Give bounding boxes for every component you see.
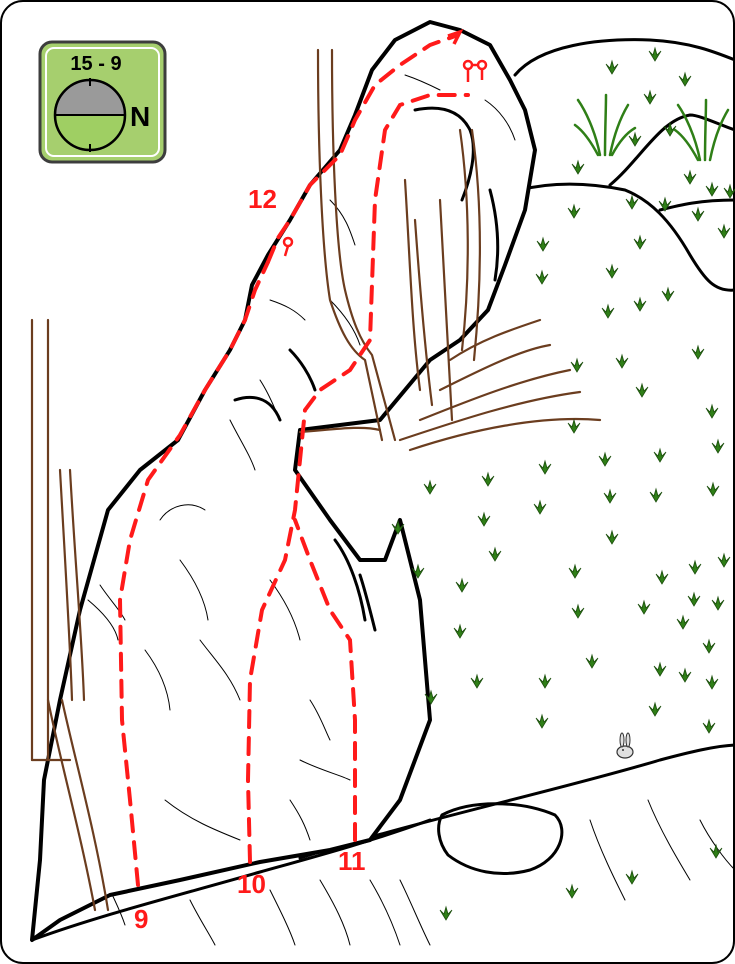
grass-tuft-icon	[679, 73, 691, 86]
grass-tuft-icon	[649, 48, 661, 61]
grass-tuft-icon	[689, 561, 701, 574]
route-label-11[interactable]: 11	[338, 846, 366, 876]
grass-tuft-icon	[718, 554, 730, 567]
grass-tuft-icon	[537, 238, 549, 251]
grass-tuft-icon	[424, 481, 436, 494]
grass-tuft-icon	[638, 601, 650, 614]
grass-tuft-icon	[634, 236, 646, 249]
grass-tuft-icon	[572, 605, 584, 618]
grass-tuft-icon	[703, 720, 715, 733]
grass-tuft-icon	[692, 208, 704, 221]
grass-tuft-icon	[644, 91, 656, 104]
route-label-9[interactable]: 9	[134, 904, 148, 934]
grass-tuft-icon	[684, 171, 696, 184]
grass-tuft-icon	[677, 616, 689, 629]
grass-tuft-icon	[688, 593, 700, 606]
grass-tuft-icon	[650, 489, 662, 502]
grass-tuft-icon	[539, 675, 551, 688]
grass-tuft-icon	[489, 548, 501, 561]
grass-tuft-icon	[478, 513, 490, 526]
grass-tuft-icon	[706, 183, 718, 196]
grass-tuft-icon	[636, 384, 648, 397]
grass-tuft-icon	[718, 225, 730, 238]
grass-tuft-icon	[654, 449, 666, 462]
grass-tuft-icon	[606, 61, 618, 74]
grass-tuft-icon	[569, 565, 581, 578]
grade-badge: 15 - 9 N	[40, 42, 165, 162]
grass-tuft-icon	[712, 440, 724, 453]
rabbit-icon	[617, 733, 633, 758]
grass-tuft-icon	[706, 405, 718, 418]
grass-tuft-icon	[706, 676, 718, 689]
grass-tuft-icon	[534, 501, 546, 514]
grass-tuft-icon	[568, 420, 580, 433]
grass-tuft-icon	[454, 625, 466, 638]
grass-tuft-icon	[707, 483, 719, 496]
grass-tuft-icon	[602, 305, 614, 318]
grass-tuft-icon	[568, 205, 580, 218]
grass-tuft-icon	[440, 907, 452, 920]
grass-tuft-icon	[536, 715, 548, 728]
grass-tuft-icon	[649, 703, 661, 716]
compass-direction: N	[130, 101, 150, 132]
grass-tuft-icon	[571, 359, 583, 372]
grass-tuft-icon	[536, 271, 548, 284]
grass-tuft-icon	[604, 490, 616, 503]
badge-grade-text: 15 - 9	[70, 53, 121, 75]
grass-tuft-icon	[654, 663, 666, 676]
grass-tuft-icon	[606, 531, 618, 544]
grass-tuft-icon	[482, 473, 494, 486]
grass-tuft-icon	[662, 288, 674, 301]
grass-tuft-icon	[626, 196, 638, 209]
route-label-10[interactable]: 10	[237, 869, 266, 899]
grass-tuft-icon	[456, 579, 468, 592]
grass-tuft-icon	[471, 675, 483, 688]
grass-tuft-icon	[586, 655, 598, 668]
grass-tuft-icon	[634, 298, 646, 311]
grass-tuft-icon	[703, 640, 715, 653]
grass-tuft-icon	[616, 355, 628, 368]
compass-icon	[55, 78, 125, 152]
grass-tuft-icon	[606, 265, 618, 278]
grass-tuft-icon	[539, 461, 551, 474]
grass-tuft-icon	[566, 885, 578, 898]
grass-tuft-icon	[626, 871, 638, 884]
route-label-12[interactable]: 12	[248, 184, 277, 214]
grass-tuft-icon	[712, 597, 724, 610]
grass-tuft-icon	[656, 571, 668, 584]
grass-tuft-icon	[679, 669, 691, 682]
grass-tuft-icon	[599, 453, 611, 466]
grass-clump	[575, 95, 728, 160]
grass-tuft-icon	[572, 161, 584, 174]
grass-tuft-icon	[692, 346, 704, 359]
grass-tuft-icon	[629, 133, 641, 146]
grass-tuft-icon	[710, 845, 722, 858]
